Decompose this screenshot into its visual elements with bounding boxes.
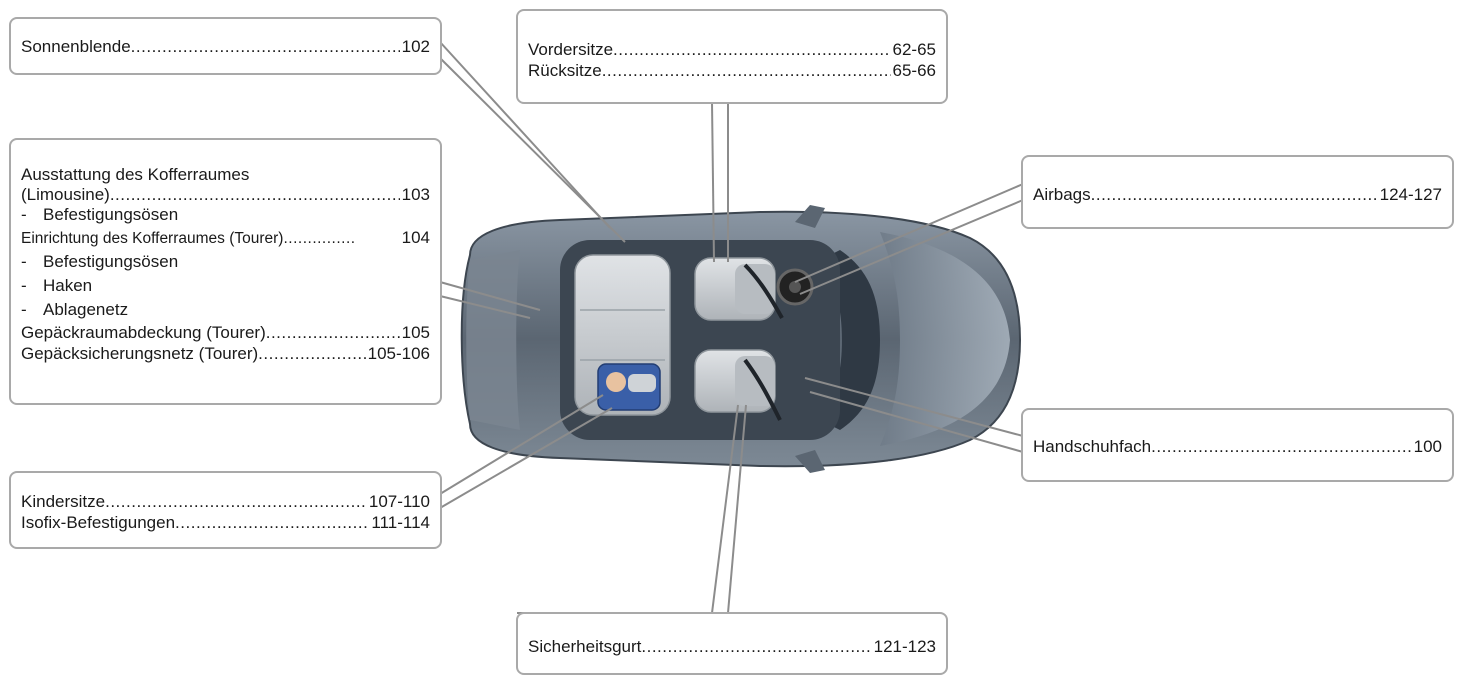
- entry-label: (Limousine): [21, 185, 110, 204]
- dot-leader: ...............: [283, 230, 356, 247]
- callout-sitze: Vordersitze ............................…: [516, 9, 948, 104]
- page-number: 65-66: [892, 61, 936, 80]
- page-number: 105: [401, 323, 430, 342]
- entry-handschuhfach[interactable]: Handschuhfach ..........................…: [1033, 436, 1442, 457]
- entry-label: Gepäckraumabdeckung (Tourer): [21, 323, 266, 342]
- entry-label: Vordersitze: [528, 40, 614, 59]
- entry-heading: Ausstattung des Kofferraumes: [21, 165, 250, 184]
- callout-kindersitze: Kindersitze ............................…: [9, 471, 442, 549]
- entry-airbags[interactable]: Airbags ................................…: [1033, 184, 1442, 205]
- page-number: 121-123: [873, 637, 936, 656]
- page-number: 124-127: [1379, 185, 1442, 204]
- entry-label: Einrichtung des Kofferraumes (Tourer): [21, 230, 284, 247]
- leader-sonnenblende-b: [439, 57, 626, 243]
- sub-label: Befestigungsösen: [43, 252, 179, 271]
- dot-leader: ........................................…: [175, 513, 369, 532]
- sub-entry[interactable]: -Ablagenetz: [21, 298, 430, 322]
- dash: -: [21, 205, 27, 224]
- entry-abdeckung[interactable]: Gepäckraumabdeckung (Tourer) ...........…: [21, 322, 430, 343]
- dot-leader: ........................................…: [109, 185, 400, 204]
- sub-label: Ablagenetz: [43, 300, 129, 319]
- page-number: 105-106: [367, 344, 430, 363]
- dot-leader: ........................................…: [641, 637, 872, 656]
- steering-wheel-airbag: [776, 268, 814, 306]
- page-number: 107-110: [368, 492, 430, 511]
- entry-ruecksitze[interactable]: Rücksitze ..............................…: [528, 60, 936, 81]
- entry-isofix[interactable]: Isofix-Befestigungen ...................…: [21, 512, 430, 533]
- dot-leader: ........................................…: [1090, 185, 1378, 204]
- entry-sicherheitsgurt[interactable]: Sicherheitsgurt ........................…: [528, 636, 936, 657]
- leader-sonnenblende-a: [439, 41, 611, 229]
- dot-leader: ...........................: [265, 323, 400, 342]
- entry-limousine[interactable]: (Limousine) ............................…: [21, 184, 430, 205]
- sub-entry[interactable]: -Befestigungsösen: [21, 205, 430, 225]
- leader-handschuhfach-a: [804, 377, 1024, 437]
- leader-kindersitze-b: [439, 407, 613, 509]
- car-body: [460, 205, 1022, 473]
- entry-vordersitze[interactable]: Vordersitze ............................…: [528, 39, 936, 60]
- leader-airbags-a: [794, 183, 1024, 283]
- page-number: 62-65: [892, 40, 936, 59]
- dot-leader: ........................................…: [130, 37, 400, 56]
- page-number: 104: [401, 228, 430, 247]
- seat-belt: [743, 263, 784, 421]
- dash: -: [21, 300, 27, 319]
- entry-label: Rücksitze: [528, 61, 602, 80]
- page-number: 102: [401, 37, 430, 56]
- sub-entry[interactable]: -Haken: [21, 274, 430, 298]
- child-seat: [597, 363, 661, 411]
- entry-label: Handschuhfach: [1033, 437, 1152, 456]
- leader-kofferraum-a: [439, 281, 541, 311]
- sub-label: Befestigungsösen: [43, 205, 179, 224]
- dot-leader: ........................................…: [1151, 437, 1411, 456]
- page-number: 103: [401, 185, 430, 204]
- entry-einrichtung[interactable]: Einrichtung des Kofferraumes (Tourer) ..…: [21, 225, 430, 250]
- dot-leader: ........................................…: [613, 40, 890, 59]
- callout-kofferraum: Ausstattung des Kofferraumes (Limousine)…: [9, 138, 442, 405]
- leader-handschuhfach-b: [809, 391, 1024, 453]
- front-seat-right: [694, 349, 776, 413]
- dot-leader: ...........................: [258, 344, 365, 363]
- callout-airbags: Airbags ................................…: [1021, 155, 1454, 229]
- dash: -: [21, 276, 27, 295]
- leader-kofferraum-b: [439, 295, 531, 319]
- sub-label: Haken: [43, 276, 93, 295]
- entry-label: Sicherheitsgurt: [528, 637, 642, 656]
- entry-kindersitze[interactable]: Kindersitze ............................…: [21, 491, 430, 512]
- callout-sonnenblende: Sonnenblende ...........................…: [9, 17, 442, 75]
- leader-kindersitze-a: [439, 394, 604, 495]
- leader-airbags-b: [799, 199, 1024, 295]
- page-number: 100: [1413, 437, 1442, 456]
- entry-netz[interactable]: Gepäcksicherungsnetz (Tourer) ..........…: [21, 343, 430, 364]
- entry-sonnenblende[interactable]: Sonnenblende ...........................…: [21, 36, 430, 57]
- dash: -: [21, 252, 27, 271]
- entry-label: Kindersitze: [21, 492, 106, 511]
- page-number: 111-114: [371, 513, 430, 532]
- callout-handschuhfach: Handschuhfach ..........................…: [1021, 408, 1454, 482]
- dot-leader: ........................................…: [105, 492, 367, 511]
- entry-label: Isofix-Befestigungen: [21, 513, 176, 532]
- sub-entry[interactable]: -Befestigungsösen: [21, 250, 430, 274]
- entry-label: Sonnenblende: [21, 37, 131, 56]
- entry-label: Gepäcksicherungsnetz (Tourer): [21, 344, 259, 363]
- dot-leader: ........................................…: [601, 61, 891, 80]
- leader-sitze-a: [711, 101, 715, 263]
- callout-sicherheitsgurt: Sicherheitsgurt ........................…: [516, 612, 948, 675]
- entry-label: Airbags: [1033, 185, 1091, 204]
